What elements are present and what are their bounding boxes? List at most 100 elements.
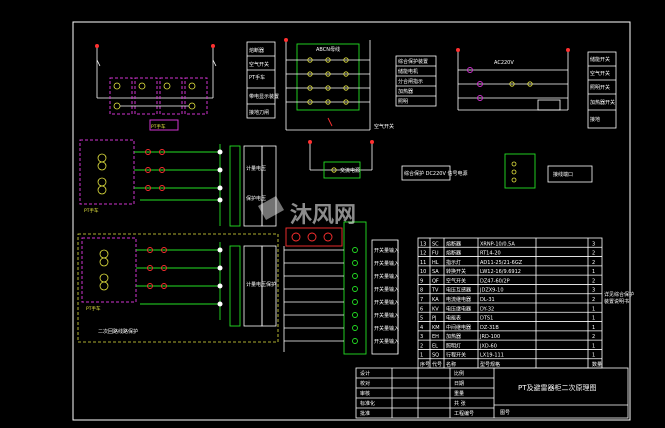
- watermark: 沐风网: [258, 196, 356, 228]
- table-cell: 照明灯: [446, 342, 461, 349]
- io-label: 开关量输入: [374, 338, 399, 345]
- table-cell: 2: [592, 260, 595, 266]
- table-cell: LX19-111: [480, 353, 504, 359]
- table-cell: 1: [592, 343, 595, 349]
- tb-left-label: 审核: [360, 390, 370, 397]
- table-cell: 1: [592, 353, 595, 359]
- io-terminal: [352, 247, 358, 253]
- table-cell: JDZX9-10: [479, 288, 504, 294]
- io-label: 开关量输入: [374, 299, 399, 306]
- pt-label-lower: PT手车: [86, 305, 101, 312]
- label-1: 空气开关: [249, 61, 269, 68]
- table-cell: 电压互感器: [446, 287, 471, 294]
- table-cell: EH: [432, 334, 439, 340]
- table-cell: 转换开关: [446, 268, 466, 275]
- table-cell: EL: [432, 343, 438, 349]
- bus-title: ABCN母线: [316, 46, 340, 53]
- table-cell: 代号: [432, 361, 442, 368]
- table-cell: DTS1: [480, 316, 493, 322]
- dashed-note: 二次回路线路保护: [98, 328, 138, 335]
- title-block: PT及避雷器柜二次原理图 图号: [355, 367, 629, 419]
- table-cell: 1: [592, 316, 595, 322]
- tb-mid-label: 重量: [454, 390, 464, 397]
- table-cell: 电流继电器: [446, 296, 471, 303]
- table-cell: 3: [592, 288, 595, 294]
- table-cell: KA: [432, 297, 439, 303]
- table-cell: TV: [431, 288, 439, 294]
- io-label: 开关量输入: [374, 286, 399, 293]
- table-cell: 行程开关: [446, 352, 466, 359]
- label-2: PT手车: [249, 74, 265, 81]
- table-cell: 3: [420, 334, 423, 340]
- table-cell: 5: [420, 316, 423, 322]
- middle-right-circuit: 接线端口: [504, 153, 593, 189]
- lower-left-circuit: PT手车 二次回路线路保护 计量电压保护: [77, 233, 279, 343]
- io-terminal: [352, 286, 358, 292]
- table-cell: 中间继电器: [446, 324, 471, 331]
- table-cell: 12: [420, 251, 426, 257]
- io-label: 开关量输入: [374, 247, 399, 254]
- watermark-logo-icon: [258, 196, 284, 220]
- table-cell: 8: [420, 288, 423, 294]
- table-cell: DL-31: [480, 297, 495, 303]
- table-cell: 电能表: [446, 315, 461, 322]
- pt-cart-label: PT手车: [151, 123, 166, 130]
- table-cell: QF: [432, 278, 439, 284]
- watermark-text: 沐风网: [290, 203, 356, 228]
- table-cell: XRNP-10/0.5A: [480, 241, 515, 247]
- io-terminal: [352, 273, 358, 279]
- io-list: [283, 221, 399, 355]
- dc-note: 综合保护 DC220V 信号电源: [404, 170, 468, 177]
- right-label-3: 加热器开关: [590, 99, 615, 106]
- table-cell: 9: [420, 278, 423, 284]
- label-3: 带电显示装置: [249, 93, 279, 100]
- right-label-0: 储能开关: [590, 56, 610, 63]
- table-cell: HL: [432, 260, 439, 266]
- drawing-title: PT及避雷器柜二次原理图: [518, 383, 597, 392]
- table-cell: 7: [420, 297, 423, 303]
- left-label-3: 加热器: [398, 88, 413, 95]
- table-cell: 2: [592, 251, 595, 257]
- io-label: 开关量输入: [374, 273, 399, 280]
- table-cell: 1: [592, 325, 595, 331]
- table-cell: RT14-20: [480, 251, 501, 257]
- protect-voltage: 保护电压: [246, 195, 266, 202]
- metering-voltage: 计量电压: [246, 165, 266, 172]
- table-cell: 13: [420, 241, 426, 247]
- io-terminal: [352, 325, 358, 331]
- tb-mid-label: 工程编号: [454, 410, 474, 417]
- table-cell: 电压继电器: [446, 305, 471, 312]
- left-label-0: 综合保护装置: [398, 58, 428, 65]
- table-side-note: 详见综合保护: [604, 291, 634, 298]
- tb-left-label: 标准化: [360, 400, 375, 407]
- table-cell: 1: [592, 306, 595, 312]
- table-cell: 10: [420, 269, 426, 275]
- top-left-circuit: PT手车: [95, 44, 217, 131]
- table-cell: 2: [592, 334, 595, 340]
- left-label-2: 分合闸指示: [398, 78, 423, 85]
- table-cell: 空气开关: [446, 277, 466, 284]
- label-0: 熔断器: [249, 47, 264, 54]
- table-cell: 2: [592, 278, 595, 284]
- pt-label-mid: PT手车: [84, 207, 99, 214]
- table-cell: SQ: [432, 353, 439, 359]
- io-terminal: [352, 338, 358, 344]
- table-cell: 3: [592, 241, 595, 247]
- ac-supply-label: 交流电源: [340, 167, 360, 174]
- table-cell: KM: [432, 325, 440, 331]
- drawing-no-label: 图号: [500, 410, 510, 416]
- table-cell: DZ-31B: [480, 325, 499, 331]
- io-label: 开关量输入: [374, 260, 399, 267]
- table-cell: 熔断器: [446, 240, 461, 247]
- tb-left-label: 批准: [360, 410, 370, 417]
- table-cell: 2: [592, 297, 595, 303]
- table-cell: 6: [420, 306, 423, 312]
- table-cell: JRD-100: [479, 334, 500, 340]
- tb-mid-label: 比例: [454, 370, 464, 377]
- table-cell: SA: [432, 269, 439, 275]
- tb-left-label: 设计: [360, 370, 370, 377]
- table-cell: 1: [420, 353, 423, 359]
- table-cell: DZ47-60/2P: [480, 278, 510, 284]
